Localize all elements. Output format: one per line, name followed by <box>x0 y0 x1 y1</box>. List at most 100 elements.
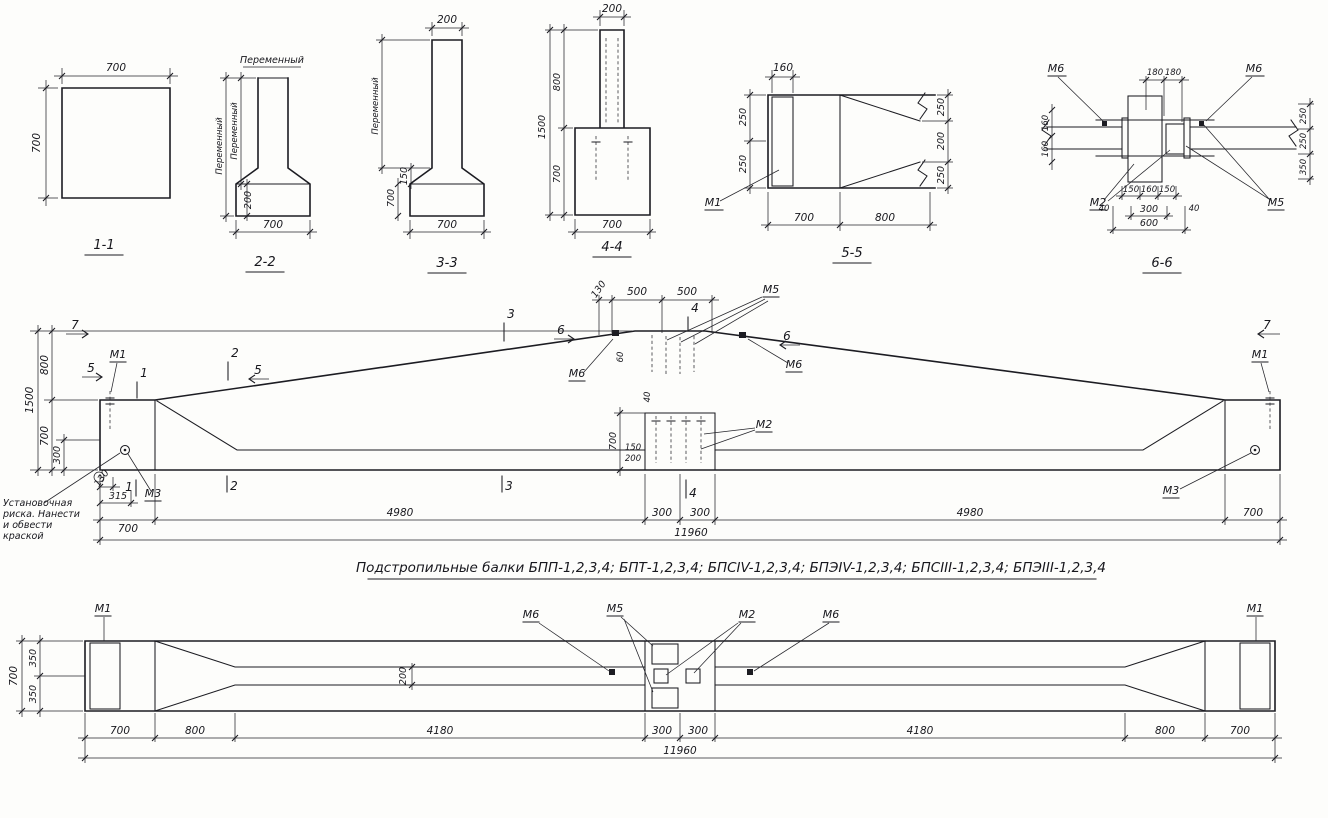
beam-outline <box>99 330 1281 471</box>
dim-text: 700 <box>39 426 51 446</box>
dim-text: 150 <box>399 167 410 185</box>
dim-text: 11960 <box>674 527 708 539</box>
hatch-joint-block-top <box>651 643 679 665</box>
dim-text: 250 <box>1299 108 1309 124</box>
mark-label-m2: М2 <box>739 608 756 621</box>
end-block-lines <box>154 399 1226 471</box>
view-section-3-3: 200 Переменный 700 150 700 3-3 <box>371 14 491 274</box>
hatch-end-plate-left <box>89 642 121 710</box>
view-section-2-2: Переменный Переменный Переменный 200 700… <box>215 55 317 273</box>
dim-text: 250 <box>738 108 749 126</box>
outline <box>767 94 936 189</box>
mark-label-m2: М2 <box>756 418 773 431</box>
mark-label-m6: М6 <box>823 608 840 621</box>
dim-lines <box>744 70 953 231</box>
dim-text: 350 <box>1299 159 1309 175</box>
dim-text: 40 <box>643 392 653 403</box>
dim-text: Переменный <box>371 77 381 135</box>
dim-text: 250 <box>936 98 947 116</box>
dim-text: 700 <box>106 62 126 74</box>
m6-embed-square-left <box>612 330 619 336</box>
section-label: 5-5 <box>841 246 862 261</box>
mark-label-m6: М6 <box>786 358 803 371</box>
dim-text: 200 <box>936 132 947 150</box>
dim-text: 700 <box>1243 507 1263 519</box>
mark-label-m5: М5 <box>763 283 780 296</box>
dim-text: 500 <box>627 286 647 298</box>
dim-text: 700 <box>794 212 814 224</box>
cut-number: 7 <box>1263 318 1271 332</box>
cut-number: 5 <box>87 361 95 375</box>
section-label: 4-4 <box>601 240 622 255</box>
section-label: 6-6 <box>1151 256 1172 271</box>
dim-text: 180 <box>1147 68 1163 78</box>
mark-label-m1: М1 <box>95 602 112 615</box>
hatch-small-block <box>1165 123 1185 155</box>
note-line: и обвести <box>3 520 52 531</box>
outline <box>574 29 651 216</box>
end-plate-left <box>1121 117 1129 159</box>
dim-text: 600 <box>1140 218 1158 229</box>
dim-lines <box>1051 76 1314 234</box>
mark-label-m5: М5 <box>1268 196 1285 209</box>
dim-text: 160 <box>773 62 793 74</box>
dim-text: 800 <box>552 73 563 91</box>
section-label: 3-3 <box>436 256 457 271</box>
dim-text: 700 <box>437 219 457 231</box>
break-lines <box>1041 119 1299 147</box>
dim-text: 700 <box>602 219 622 231</box>
view-beam-elevation: 7 7 5 5 6 6 1 1 2 2 3 3 4 4 130 500 500 … <box>2 279 1287 545</box>
mark-label-m3: М3 <box>1163 484 1180 497</box>
dim-lines <box>30 295 1287 545</box>
dim-ticks <box>18 637 1279 762</box>
mark-label-m6: М6 <box>1048 62 1065 75</box>
m3-mark-circle-right <box>1249 444 1261 456</box>
dim-ticks <box>222 74 314 236</box>
dim-text: 300 <box>690 507 710 519</box>
dim-text: 700 <box>552 165 563 183</box>
dim-text: 4980 <box>387 507 414 519</box>
dim-text: 200 <box>625 454 641 464</box>
dim-text: 11960 <box>663 745 697 757</box>
variable-note: Переменный <box>240 55 304 66</box>
section-label: 2-2 <box>254 255 275 270</box>
weld-marks <box>589 127 635 143</box>
dim-text: Переменный <box>215 117 225 175</box>
outline <box>409 39 485 217</box>
cut-number: 3 <box>505 479 513 493</box>
m6-bolt-square-right <box>747 669 753 675</box>
dim-lines <box>376 22 491 239</box>
dim-text: 300 <box>1140 204 1158 215</box>
leader-line <box>719 169 780 202</box>
dim-text: 150 <box>1123 185 1139 195</box>
cut-number: 2 <box>230 479 238 493</box>
cut-number: 1 <box>125 480 133 494</box>
note-line: риска. Нанести <box>2 509 80 520</box>
dim-text: 300 <box>652 507 672 519</box>
dim-text: 130 <box>92 468 111 489</box>
cut-flag-arrows <box>81 329 1265 384</box>
dim-text: 800 <box>185 725 205 737</box>
note-datum-circle <box>93 471 105 483</box>
cut-number: 2 <box>231 346 239 360</box>
taper-lines <box>839 94 921 189</box>
embedded-bolts-dashed <box>595 38 629 182</box>
dim-text: 700 <box>263 219 283 231</box>
center-bearing-block <box>644 412 716 471</box>
dim-text: 130 <box>589 279 608 300</box>
outline <box>61 87 171 199</box>
cut-number: 5 <box>254 363 262 377</box>
bolt-square-left <box>1102 121 1107 126</box>
leader-lines <box>1057 76 1273 202</box>
dim-text: 4180 <box>907 725 934 737</box>
section-label: 1-1 <box>93 238 114 253</box>
outline <box>235 77 311 217</box>
bolt-square-right <box>1199 121 1204 126</box>
view-section-4-4: 200 1500 800 700 700 4-4 <box>537 3 656 258</box>
dim-text: 700 <box>386 189 397 207</box>
web-inner-contour <box>156 400 1224 451</box>
dim-text: 300 <box>52 446 63 464</box>
dim-text: 4180 <box>427 725 454 737</box>
note-line: Установочная <box>3 498 72 509</box>
